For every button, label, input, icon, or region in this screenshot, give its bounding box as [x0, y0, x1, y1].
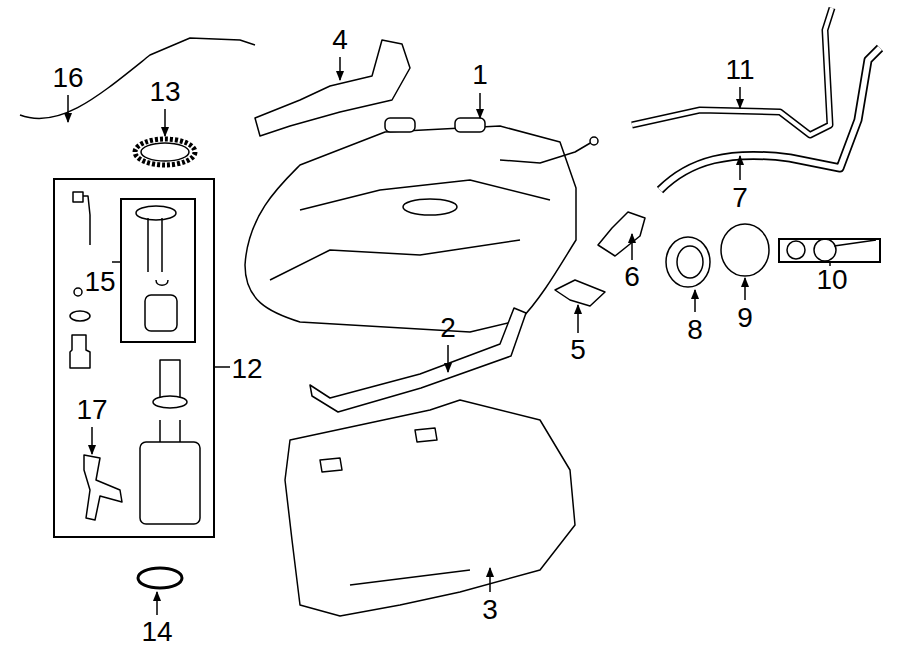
wire-harness — [78, 196, 90, 245]
leader-line — [479, 93, 481, 118]
leader-line — [577, 305, 579, 333]
part-group-box: 15 — [120, 198, 196, 343]
pressure-regulator — [70, 335, 90, 368]
leader-line — [67, 95, 69, 122]
tank-wire — [500, 142, 592, 163]
fuel-cap — [814, 239, 836, 261]
leader-line — [447, 345, 449, 372]
callout-number: 9 — [737, 304, 753, 332]
sender-plate — [136, 206, 176, 220]
filler-pipe-inner — [660, 48, 880, 190]
fuel-cap-part — [787, 241, 805, 259]
leader-line — [739, 87, 741, 108]
tank-opening — [403, 199, 457, 215]
tank-neck — [455, 118, 485, 132]
leader-line — [164, 109, 166, 136]
fuel-pump — [160, 360, 180, 400]
pump-base — [153, 396, 187, 408]
bracket-line — [112, 261, 120, 263]
module-tubes — [160, 420, 180, 442]
callout-number: 16 — [52, 64, 83, 92]
leader-line — [739, 156, 741, 180]
bracket-line — [215, 366, 230, 368]
wire-connector — [590, 137, 598, 145]
callout-number: 2 — [440, 314, 456, 342]
callout-number: 6 — [624, 263, 640, 291]
tank-neck — [385, 118, 415, 132]
callout-number: 11 — [725, 56, 754, 84]
vent-tube — [632, 8, 832, 135]
callout-number: 15 — [84, 268, 115, 296]
leader-line — [694, 290, 696, 312]
leader-line — [156, 592, 158, 615]
filler-pipe — [660, 48, 880, 190]
fuel-tank — [245, 126, 576, 332]
leader-line — [631, 234, 633, 260]
part-group-box: 1215 — [53, 178, 215, 538]
callout-number: 13 — [149, 78, 180, 106]
leader-line — [339, 57, 341, 80]
callout-number: 8 — [687, 316, 703, 344]
lock-ring — [135, 139, 195, 165]
fuel-line — [20, 38, 255, 119]
under-shield — [285, 400, 575, 616]
pump-module — [140, 442, 200, 524]
callout-number: 4 — [332, 26, 348, 54]
callout-number: 12 — [231, 355, 262, 383]
sender-rods — [148, 218, 162, 272]
filler-hose — [598, 212, 645, 256]
leader-line — [489, 568, 491, 592]
harness-plug — [73, 192, 83, 202]
o-ring — [70, 311, 90, 321]
leader-arrows — [68, 57, 745, 615]
seal-ring — [138, 568, 182, 588]
part-group-box: 10 — [778, 238, 881, 263]
leader-line — [744, 278, 746, 300]
bracket — [555, 280, 605, 306]
o-ring — [74, 288, 82, 296]
cap-tether — [834, 240, 876, 246]
callout-number: 17 — [76, 396, 107, 424]
tank-strap — [310, 308, 526, 412]
heat-shield — [255, 40, 410, 136]
filler-housing-inner — [677, 246, 703, 278]
gasket — [721, 224, 769, 276]
pump-bracket — [84, 455, 122, 520]
fuel-filter — [145, 295, 177, 331]
callout-number: 14 — [141, 618, 172, 646]
callout-number: 10 — [816, 266, 847, 294]
leader-line — [91, 427, 93, 454]
vent-tube-inner — [632, 8, 832, 135]
shield-detail — [320, 428, 470, 585]
lock-ring-inner — [141, 143, 189, 161]
callout-number: 1 — [472, 61, 488, 89]
tank-seam — [270, 180, 550, 280]
filler-housing — [666, 237, 710, 287]
callout-number: 3 — [482, 596, 498, 624]
callout-number: 5 — [570, 336, 586, 364]
callout-number: 7 — [732, 184, 748, 212]
clip — [156, 280, 168, 285]
